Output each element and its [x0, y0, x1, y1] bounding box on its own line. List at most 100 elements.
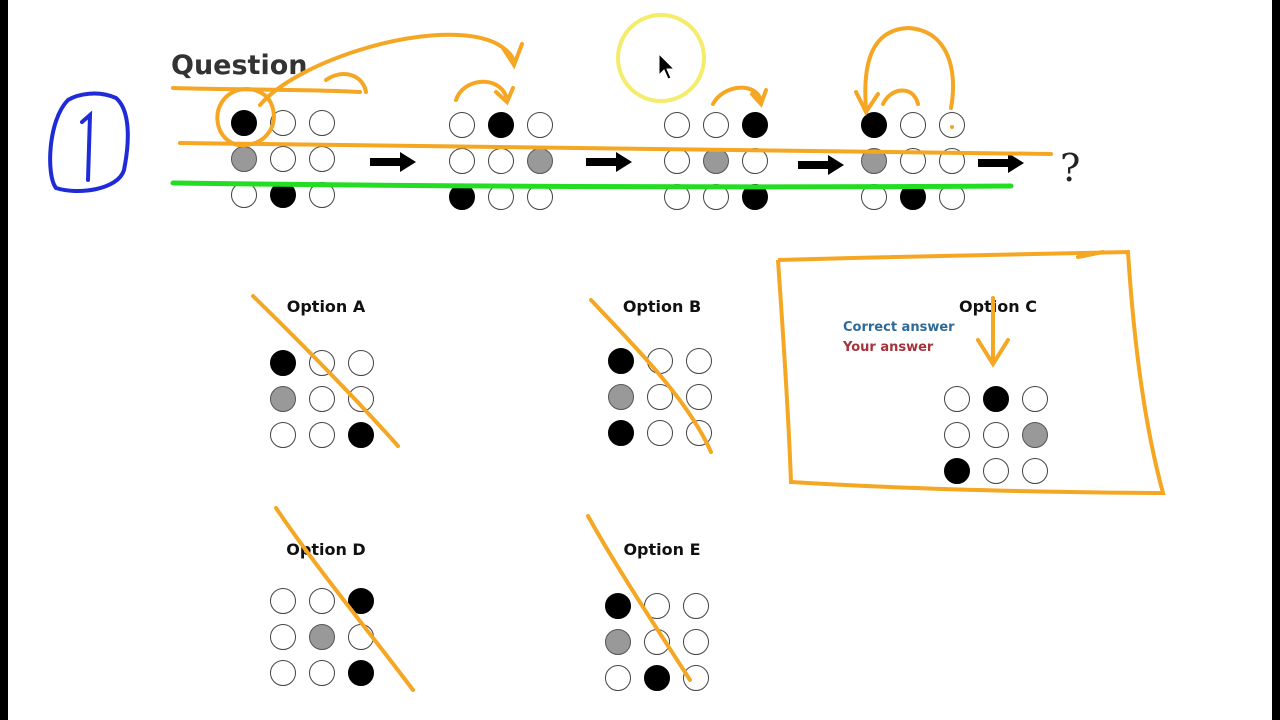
option-b-grid[interactable]	[608, 348, 716, 450]
left-frame-bar	[0, 0, 8, 720]
right-arrow-icon	[978, 153, 1024, 173]
cursor-highlight-ring	[616, 13, 706, 103]
correct-answer-legend: Correct answer	[843, 320, 955, 335]
sequence-dot-gray	[861, 148, 887, 174]
sequence-dot-black	[488, 112, 514, 138]
right-arrow-icon	[586, 152, 632, 172]
option-dot-white	[605, 665, 631, 691]
option-dot-black	[983, 386, 1009, 412]
sequence-dot-white	[309, 182, 335, 208]
option-dot-white	[348, 350, 374, 376]
option-dot-white	[683, 629, 709, 655]
sequence-dot-white	[664, 184, 690, 210]
option-dot-gray	[309, 624, 335, 650]
sequence-dot-white	[270, 110, 296, 136]
option-dot-gray	[270, 386, 296, 412]
sequence-dot-gray	[703, 148, 729, 174]
option-dot-black	[644, 665, 670, 691]
option-d-label[interactable]: Option D	[286, 540, 366, 559]
option-a-label[interactable]: Option A	[286, 297, 366, 316]
option-dot-white	[270, 588, 296, 614]
sequence-grid-3	[664, 112, 772, 214]
sequence-dot-white	[939, 112, 965, 138]
sequence-dot-white	[861, 184, 887, 210]
mouse-cursor-icon	[658, 52, 676, 80]
sequence-dot-gray	[231, 146, 257, 172]
sequence-dot-white	[664, 112, 690, 138]
option-dot-black	[608, 420, 634, 446]
sequence-dot-black	[742, 184, 768, 210]
slide-canvas: Question ? Option A Option B Option C Op…	[8, 0, 1272, 720]
question-mark: ?	[1060, 146, 1081, 190]
sequence-dot-black	[231, 110, 257, 136]
option-dot-white	[944, 422, 970, 448]
option-b-label[interactable]: Option B	[622, 297, 702, 316]
sequence-dot-white	[270, 146, 296, 172]
option-dot-black	[348, 422, 374, 448]
sequence-dot-white	[703, 184, 729, 210]
option-dot-white	[309, 350, 335, 376]
option-dot-white	[348, 386, 374, 412]
sequence-grid-4	[861, 112, 969, 214]
sequence-dot-black	[900, 184, 926, 210]
sequence-dot-gray	[527, 148, 553, 174]
sequence-dot-white	[488, 184, 514, 210]
sequence-dot-black	[742, 112, 768, 138]
option-dot-white	[683, 593, 709, 619]
option-dot-white	[647, 348, 673, 374]
option-dot-black	[348, 588, 374, 614]
sequence-dot-white	[742, 148, 768, 174]
sequence-dot-white	[939, 184, 965, 210]
sequence-dot-white	[231, 182, 257, 208]
sequence-grid-1	[231, 110, 339, 212]
option-dot-white	[944, 386, 970, 412]
sequence-dot-white	[703, 112, 729, 138]
option-dot-white	[686, 348, 712, 374]
option-dot-white	[647, 420, 673, 446]
question-title: Question	[171, 50, 308, 81]
sequence-dot-white	[900, 148, 926, 174]
option-dot-gray	[1022, 422, 1048, 448]
sequence-dot-white	[664, 148, 690, 174]
option-e-grid[interactable]	[605, 593, 713, 695]
sequence-dot-white	[527, 184, 553, 210]
option-dot-white	[686, 420, 712, 446]
right-arrow-icon	[798, 155, 844, 175]
your-answer-legend: Your answer	[843, 340, 934, 355]
option-dot-white	[686, 384, 712, 410]
sequence-dot-white	[527, 112, 553, 138]
sequence-dot-white	[900, 112, 926, 138]
option-dot-white	[309, 422, 335, 448]
option-dot-black	[605, 593, 631, 619]
option-a-grid[interactable]	[270, 350, 378, 452]
option-dot-white	[348, 624, 374, 650]
option-dot-white	[983, 422, 1009, 448]
option-dot-white	[683, 665, 709, 691]
option-dot-white	[270, 660, 296, 686]
sequence-dot-white	[488, 148, 514, 174]
sequence-dot-black	[449, 184, 475, 210]
sequence-dot-white	[449, 112, 475, 138]
option-dot-black	[348, 660, 374, 686]
option-dot-black	[944, 458, 970, 484]
sequence-dot-white	[939, 148, 965, 174]
sequence-dot-white	[449, 148, 475, 174]
sequence-dot-black	[861, 112, 887, 138]
circled-number-annotation	[48, 91, 130, 193]
right-frame-bar	[1272, 0, 1280, 720]
option-dot-white	[1022, 458, 1048, 484]
option-c-label[interactable]: Option C	[959, 297, 1037, 316]
option-dot-white	[1022, 386, 1048, 412]
option-d-grid[interactable]	[270, 588, 378, 690]
option-c-grid[interactable]	[944, 386, 1052, 488]
sequence-grid-2	[449, 112, 557, 214]
option-dot-white	[270, 624, 296, 650]
option-dot-white	[647, 384, 673, 410]
option-dot-gray	[605, 629, 631, 655]
sequence-dot-white	[309, 110, 335, 136]
right-arrow-icon	[370, 152, 416, 172]
option-e-label[interactable]: Option E	[623, 540, 701, 559]
option-dot-gray	[608, 384, 634, 410]
option-dot-white	[270, 422, 296, 448]
sequence-dot-white	[309, 146, 335, 172]
